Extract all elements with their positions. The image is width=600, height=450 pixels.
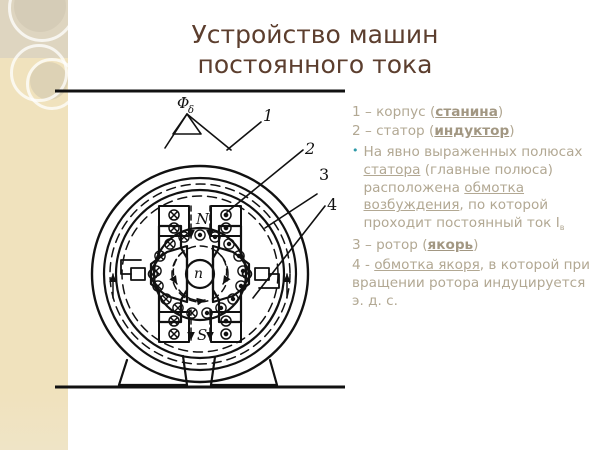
title-line-1: Устройство машин — [191, 20, 439, 49]
dc-machine-svg: Φ δ N S n 1 2 3 4 — [55, 89, 345, 389]
north-pole-label: N — [195, 210, 210, 228]
bullet-icon: • — [352, 143, 359, 157]
flux-subscript: δ — [188, 105, 194, 116]
shaft — [184, 258, 216, 290]
legend-bullet-item: • На явно выраженных полюсах статора (гл… — [352, 144, 596, 233]
flux-label: Φ — [177, 94, 189, 112]
legend-item-4: 4 - обмотка якоря, в которой при вращени… — [352, 257, 596, 311]
decorative-sidebar — [0, 0, 68, 450]
legend-item-1-term: станина — [435, 104, 498, 120]
bullet-seg-3: , по которой проходит постоянный ток I — [363, 197, 560, 232]
legend-item-4-term: обмотка якоря — [374, 257, 480, 273]
flux-direction-arrows — [109, 273, 291, 299]
rotor-core — [152, 226, 248, 322]
rotation-speed-label: n — [194, 266, 203, 282]
flux-leader-lines — [164, 113, 232, 151]
rotation-arrows — [169, 251, 231, 306]
legend-list: 1 – корпус (станина) 2 – статор (индукто… — [352, 104, 596, 312]
armature-winding-conductors — [150, 229, 249, 319]
legend-item-2-prefix: 2 – статор ( — [352, 122, 435, 139]
page-title: Устройство машин постоянного тока — [150, 20, 480, 79]
bullet-term-2: обмотка возбуждения — [363, 179, 525, 214]
sidebar-fade — [0, 392, 68, 450]
bullet-term-1: статора — [363, 161, 421, 178]
housing-inner — [102, 176, 298, 372]
legend-item-3-prefix: 3 – ротор ( — [352, 237, 428, 254]
callout-3: 3 — [319, 165, 329, 184]
title-line-2: постоянного тока — [197, 49, 433, 79]
housing-outer — [90, 164, 310, 384]
legend-item-1-suffix: ) — [497, 104, 504, 120]
brush-assembly-left — [120, 259, 159, 281]
legend-item-4-suffix: , в которой при вращении ротора индуциру… — [352, 257, 590, 309]
callout-4: 4 — [327, 195, 337, 214]
machine-feet — [117, 354, 279, 387]
legend-item-4-prefix: 4 - — [352, 257, 375, 273]
legend-item-3-suffix: ) — [473, 237, 479, 254]
south-pole-label: S — [197, 326, 207, 344]
brush-assembly-right — [241, 267, 280, 289]
legend-item-3-term: якорь — [427, 237, 474, 254]
legend-bullet-text: На явно выраженных полюсах статора (глав… — [364, 144, 597, 233]
legend-item-2-term: индуктор — [434, 122, 510, 139]
airgap-flux-arrows — [187, 205, 214, 341]
rotor-inner-dashed — [171, 245, 229, 303]
bullet-current-subscript: в — [559, 223, 565, 233]
legend-item-1: 1 – корпус (станина) — [352, 104, 596, 122]
callout-1: 1 — [263, 106, 273, 125]
sidebar-ring-3 — [26, 58, 68, 110]
callout-2: 2 — [304, 139, 315, 158]
legend-item-2-suffix: ) — [509, 122, 515, 139]
bullet-seg-2: (главные полюса) расположена — [363, 161, 553, 196]
field-coil-conductors — [168, 209, 232, 340]
bullet-seg-1: На явно выраженных полюсах — [363, 143, 583, 160]
legend-item-2: 2 – статор (индуктор) — [352, 123, 596, 141]
legend-item-1-prefix: 1 – корпус ( — [352, 104, 436, 120]
callout-leader-lines — [226, 121, 326, 299]
legend-item-3: 3 – ротор (якорь) — [352, 237, 596, 255]
dc-machine-diagram: Φ δ N S n 1 2 3 4 — [55, 88, 345, 393]
